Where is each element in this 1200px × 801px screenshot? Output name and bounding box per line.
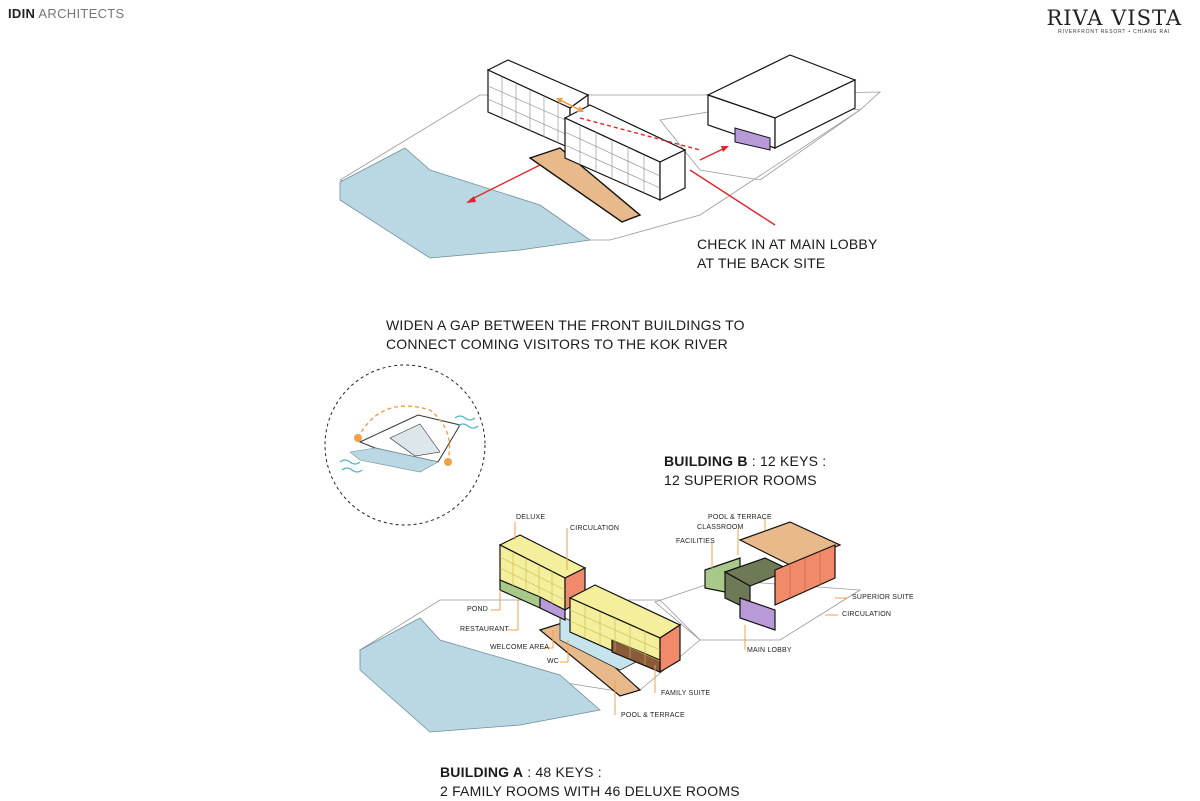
sun-east-icon xyxy=(354,434,362,442)
checkin-leader-line xyxy=(689,169,776,226)
lobby-arrow xyxy=(699,147,726,161)
inset-river xyxy=(349,447,439,473)
label-family-suite: FAMILY SUITE xyxy=(661,690,711,697)
checkin-line-1: CHECK IN AT MAIN LOBBY xyxy=(697,236,878,252)
logo-title: RIVA VISTA xyxy=(1046,6,1182,30)
label-pool-terrace-a: POOL & TERRACE xyxy=(621,712,685,719)
gap-arrow-head-1 xyxy=(556,98,563,104)
label-circulation-a: CIRCULATION xyxy=(570,525,620,532)
kok-river-b xyxy=(359,617,601,733)
building-a-keys: : 48 KEYS : xyxy=(523,764,602,780)
building-a-left xyxy=(498,534,587,621)
label-deluxe: DELUXE xyxy=(516,514,546,521)
front-building-right xyxy=(563,104,687,201)
visitor-path xyxy=(528,147,642,223)
wind-icon-left xyxy=(339,459,363,473)
firm-name: IDIN ARCHITECTS xyxy=(8,6,124,21)
label-circulation-b: CIRCULATION xyxy=(842,611,892,618)
building-b-rooms: 12 SUPERIOR ROOMS xyxy=(664,472,817,488)
bottom-program-diagram xyxy=(358,518,862,733)
main-lobby-block xyxy=(734,127,771,151)
label-classroom: CLASSROOM xyxy=(697,524,744,531)
checkin-line-2: AT THE BACK SITE xyxy=(697,255,826,271)
building-a-caption: BUILDING A : 48 KEYS : 2 FAMILY ROOMS WI… xyxy=(440,763,740,801)
label-superior-suite: SUPERIOR SUITE xyxy=(852,594,914,601)
label-facilities: FACILITIES xyxy=(676,538,715,545)
building-b-name: BUILDING B xyxy=(664,453,748,469)
gap-arrow xyxy=(559,99,581,111)
label-pool-terrace-b: POOL & TERRACE xyxy=(708,514,772,521)
front-building-left xyxy=(486,59,590,150)
orientation-inset xyxy=(324,364,486,526)
river-arrow xyxy=(469,164,541,201)
building-b-keys: : 12 KEYS : xyxy=(747,453,827,469)
firm-name-rest: ARCHITECTS xyxy=(38,6,125,21)
gap-line-1: WIDEN A GAP BETWEEN THE FRONT BUILDINGS … xyxy=(386,317,745,333)
building-b-caption: BUILDING B : 12 KEYS : 12 SUPERIOR ROOMS xyxy=(664,452,826,490)
checkin-caption: CHECK IN AT MAIN LOBBY AT THE BACK SITE xyxy=(697,235,877,273)
top-site-diagram xyxy=(338,54,882,259)
sun-path xyxy=(357,405,451,461)
label-welcome-area: WELCOME AREA xyxy=(490,644,550,651)
label-wc: WC xyxy=(547,658,560,665)
inset-building xyxy=(389,423,441,457)
building-a-name: BUILDING A xyxy=(440,764,524,780)
label-pond: POND xyxy=(467,606,489,613)
label-restaurant: RESTAURANT xyxy=(460,626,509,633)
riva-vista-logo: RIVA VISTA RIVERFRONT RESORT • CHIANG RA… xyxy=(1046,6,1182,35)
kok-river xyxy=(339,147,592,259)
sun-west-icon xyxy=(444,458,452,466)
wind-icon-right xyxy=(454,415,479,429)
lobby-arrow-head xyxy=(721,146,729,152)
gap-arrow-head-2 xyxy=(577,106,584,112)
river-arrow-head xyxy=(466,196,476,203)
label-main-lobby: MAIN LOBBY xyxy=(747,647,792,654)
firm-name-bold: IDIN xyxy=(8,6,36,21)
gap-line-2: CONNECT COMING VISITORS TO THE KOK RIVER xyxy=(386,336,728,352)
logo-subtitle: RIVERFRONT RESORT • CHIANG RAI xyxy=(1058,29,1171,35)
gap-caption: WIDEN A GAP BETWEEN THE FRONT BUILDINGS … xyxy=(386,316,745,354)
building-b-leaders xyxy=(711,518,848,650)
building-a-rooms: 2 FAMILY ROOMS WITH 46 DELUXE ROOMS xyxy=(440,783,740,799)
building-a-leaders xyxy=(491,522,656,715)
inset-dashed-circle xyxy=(324,364,486,526)
